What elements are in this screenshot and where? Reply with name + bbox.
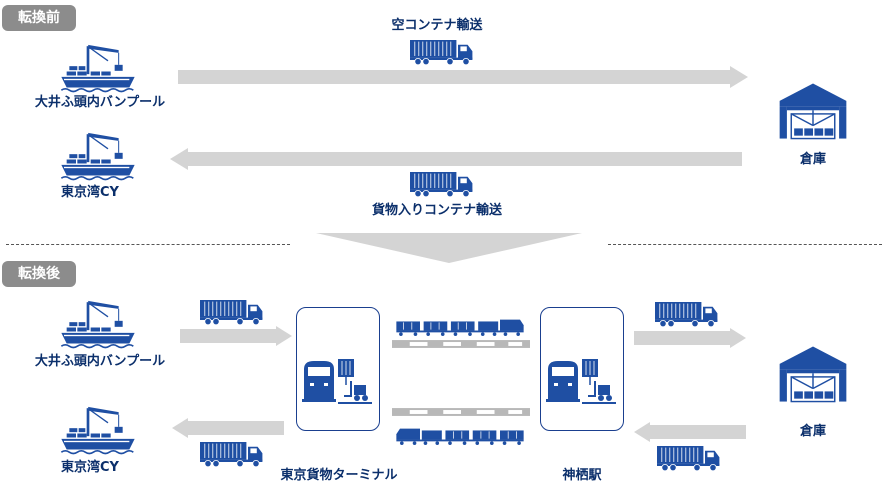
truck-icon (410, 38, 474, 66)
arrow-right-top (178, 66, 748, 88)
freight-terminal-icon (302, 355, 372, 405)
arrow-from-warehouse (634, 422, 746, 442)
port-bottom-label: 東京湾CY (61, 185, 119, 200)
warehouse-label: 倉庫 (799, 152, 826, 167)
station-label: 神栖駅 (562, 468, 602, 483)
port-bottom-label-after: 東京湾CY (61, 460, 119, 475)
loaded-transport-label: 貨物入りコンテナ輸送 (371, 203, 502, 218)
ship-crane-icon (60, 402, 140, 457)
freight-train-icon (395, 316, 525, 336)
truck-icon (410, 170, 474, 198)
truck-icon (657, 444, 721, 472)
after-badge: 転換後 (2, 261, 76, 287)
truck-icon (655, 300, 719, 328)
empty-transport-label: 空コンテナ輸送 (391, 18, 483, 33)
warehouse-label-after: 倉庫 (799, 424, 826, 439)
arrow-to-port (172, 418, 284, 438)
arrow-to-terminal (180, 326, 292, 346)
ship-crane-icon (60, 296, 140, 351)
divider-right (608, 244, 882, 245)
divider-left (6, 244, 290, 245)
warehouse-icon (768, 82, 858, 140)
before-badge: 転換前 (2, 5, 76, 31)
down-arrow (316, 233, 582, 263)
arrow-left-bottom (170, 148, 742, 170)
freight-train-icon (395, 425, 525, 445)
truck-icon (200, 440, 264, 468)
terminal-label: 東京貨物ターミナル (280, 468, 398, 483)
ship-crane-icon (60, 40, 140, 95)
freight-station-icon (546, 355, 616, 405)
track (392, 340, 530, 348)
port-top-label: 大井ふ頭内バンプール (34, 95, 166, 110)
arrow-to-warehouse (634, 328, 746, 348)
track (392, 408, 530, 416)
port-top-label-after: 大井ふ頭内バンプール (34, 354, 166, 369)
truck-icon (200, 298, 264, 326)
warehouse-icon (768, 345, 858, 403)
ship-crane-icon (60, 128, 140, 183)
